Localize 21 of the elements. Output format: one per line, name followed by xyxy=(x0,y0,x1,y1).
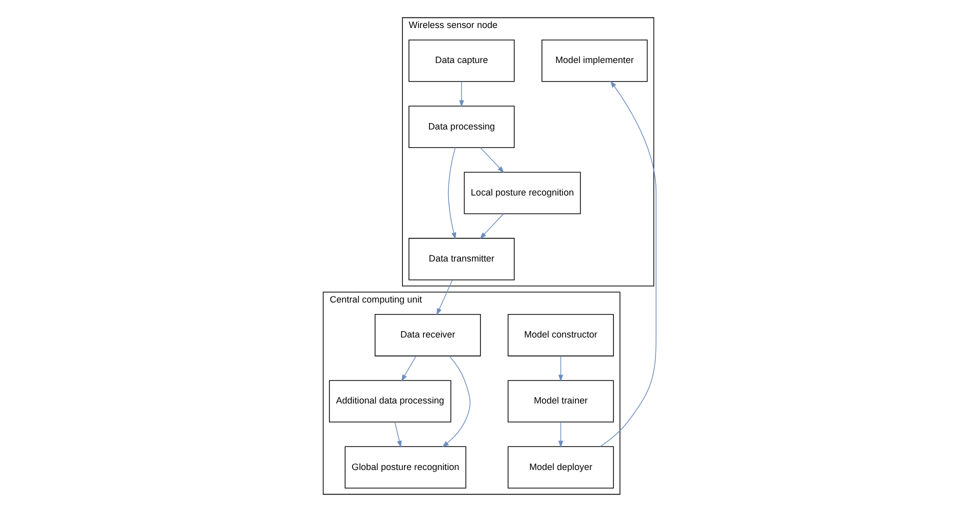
node-box: Model deployer xyxy=(508,446,614,489)
node-box: Data transmitter xyxy=(408,238,515,280)
arrow xyxy=(459,81,464,108)
arrow xyxy=(600,80,656,447)
arrow xyxy=(480,213,504,240)
node-box: Model trainer xyxy=(508,380,614,422)
arrow xyxy=(558,422,564,448)
arrow xyxy=(442,356,470,448)
node-box: Model implementer xyxy=(542,40,648,82)
node-box: Local posture recognition xyxy=(464,172,581,214)
arrow xyxy=(401,356,416,382)
node-box: Data capture xyxy=(408,40,515,82)
node-box: Global posture recognition xyxy=(344,446,466,489)
arrow xyxy=(558,356,564,382)
arrow xyxy=(448,147,456,240)
arrow xyxy=(480,147,504,173)
arrow xyxy=(394,422,402,448)
node-box: Data processing xyxy=(408,106,515,148)
node-box: Additional data processing xyxy=(329,380,452,422)
node-box: Model constructor xyxy=(508,314,614,356)
node-box: Data receiver xyxy=(374,314,481,356)
